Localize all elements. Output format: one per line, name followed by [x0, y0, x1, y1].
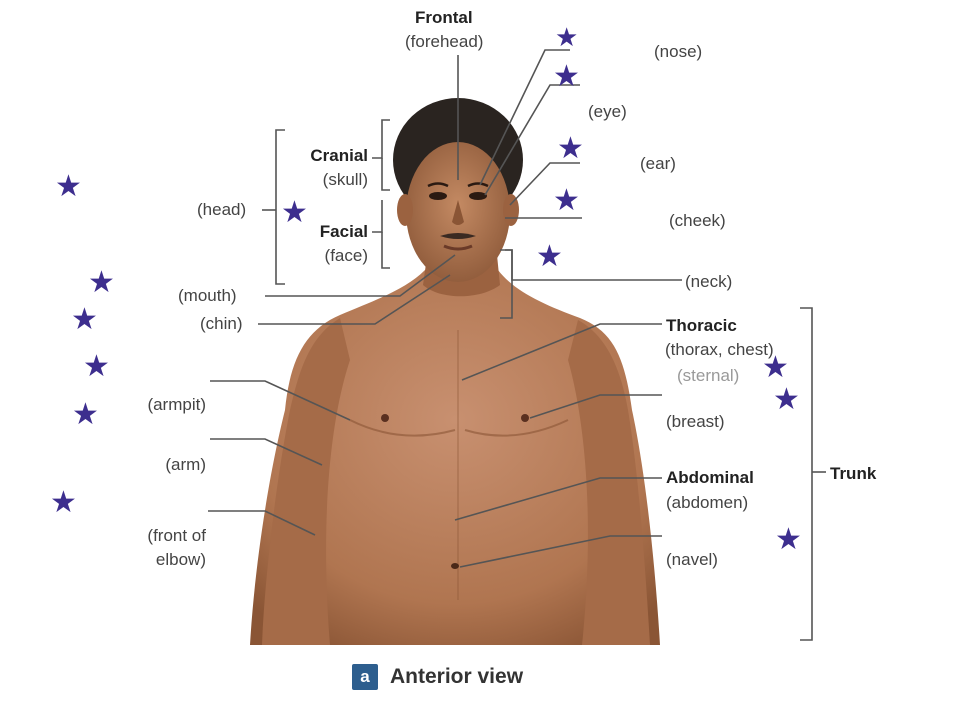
thoracic-term: Thoracic — [666, 316, 737, 335]
star-icon[interactable]: ★ — [50, 486, 77, 519]
nose-label: (nose) — [654, 42, 703, 61]
arm-label: (arm) — [165, 455, 206, 474]
star-icon[interactable]: ★ — [281, 196, 308, 229]
star-icon[interactable]: ★ — [557, 132, 584, 165]
frontal-term: Frontal — [415, 8, 473, 27]
abdominal-term: Abdominal — [666, 468, 754, 487]
eye-label: (eye) — [588, 102, 627, 121]
elbow-label: elbow) — [155, 550, 206, 569]
star-icon[interactable]: ★ — [72, 398, 99, 431]
thorax-chest-label: (thorax, chest) — [665, 340, 774, 359]
neck-label: (neck) — [685, 272, 733, 291]
leader-lines — [208, 49, 826, 641]
right-arm — [568, 320, 650, 645]
navel-label: (navel) — [666, 550, 718, 569]
front-of-label: (front of — [147, 526, 206, 545]
star-icon[interactable]: ★ — [775, 523, 802, 556]
cheek-label: (cheek) — [669, 211, 726, 230]
left-arm — [262, 318, 350, 645]
star-icon[interactable]: ★ — [83, 350, 110, 383]
view-badge: a — [352, 664, 378, 690]
star-icon[interactable]: ★ — [555, 22, 579, 52]
star-icon[interactable]: ★ — [55, 170, 82, 203]
view-caption: Anterior view — [390, 665, 524, 688]
star-icon[interactable]: ★ — [773, 383, 800, 416]
star-icon[interactable]: ★ — [553, 60, 580, 93]
cranial-term: Cranial — [310, 146, 368, 165]
head-label: (head) — [197, 200, 247, 219]
face-label: (face) — [324, 246, 368, 265]
star-icon[interactable]: ★ — [71, 303, 98, 336]
facial-term: Facial — [319, 222, 368, 241]
abdomen-label: (abdomen) — [666, 493, 749, 512]
skull-label: (skull) — [322, 170, 368, 189]
forehead-label: (forehead) — [405, 32, 484, 51]
torso — [250, 270, 660, 645]
chin-label: (chin) — [200, 314, 243, 333]
mouth-label: (mouth) — [178, 286, 237, 305]
sternal-label: (sternal) — [677, 366, 740, 385]
armpit-label: (armpit) — [147, 395, 206, 414]
star-icon[interactable]: ★ — [553, 184, 580, 217]
star-icon[interactable]: ★ — [88, 266, 115, 299]
star-icon[interactable]: ★ — [536, 240, 563, 273]
ear-label: (ear) — [640, 154, 676, 173]
breast-label: (breast) — [666, 412, 725, 431]
star-icon[interactable]: ★ — [762, 351, 789, 384]
trunk-term: Trunk — [830, 464, 877, 483]
